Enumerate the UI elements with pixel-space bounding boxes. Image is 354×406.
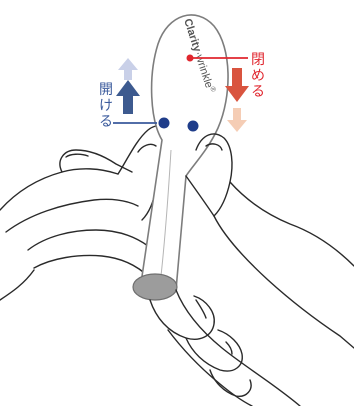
close-label-char-2: め [251, 68, 265, 84]
arrow-up-light-icon [118, 58, 138, 80]
open-label-char-1: 開 [99, 82, 113, 98]
open-point-dot [159, 118, 170, 129]
close-leader-dot [187, 55, 194, 62]
open-label: 開 け る [99, 82, 113, 130]
left-hand [0, 126, 166, 300]
arrow-down-light-icon [227, 108, 247, 132]
open-label-char-2: け [99, 98, 113, 114]
close-label: 閉 め る [251, 52, 265, 100]
open-label-char-3: る [99, 114, 113, 130]
open-arrows [116, 58, 140, 114]
arrow-up-dark-icon [116, 80, 140, 114]
device-tip [133, 274, 177, 300]
close-point-dot [188, 121, 199, 132]
device-shell [140, 15, 228, 290]
close-label-char-3: る [251, 84, 265, 100]
close-label-char-1: 閉 [251, 52, 265, 68]
